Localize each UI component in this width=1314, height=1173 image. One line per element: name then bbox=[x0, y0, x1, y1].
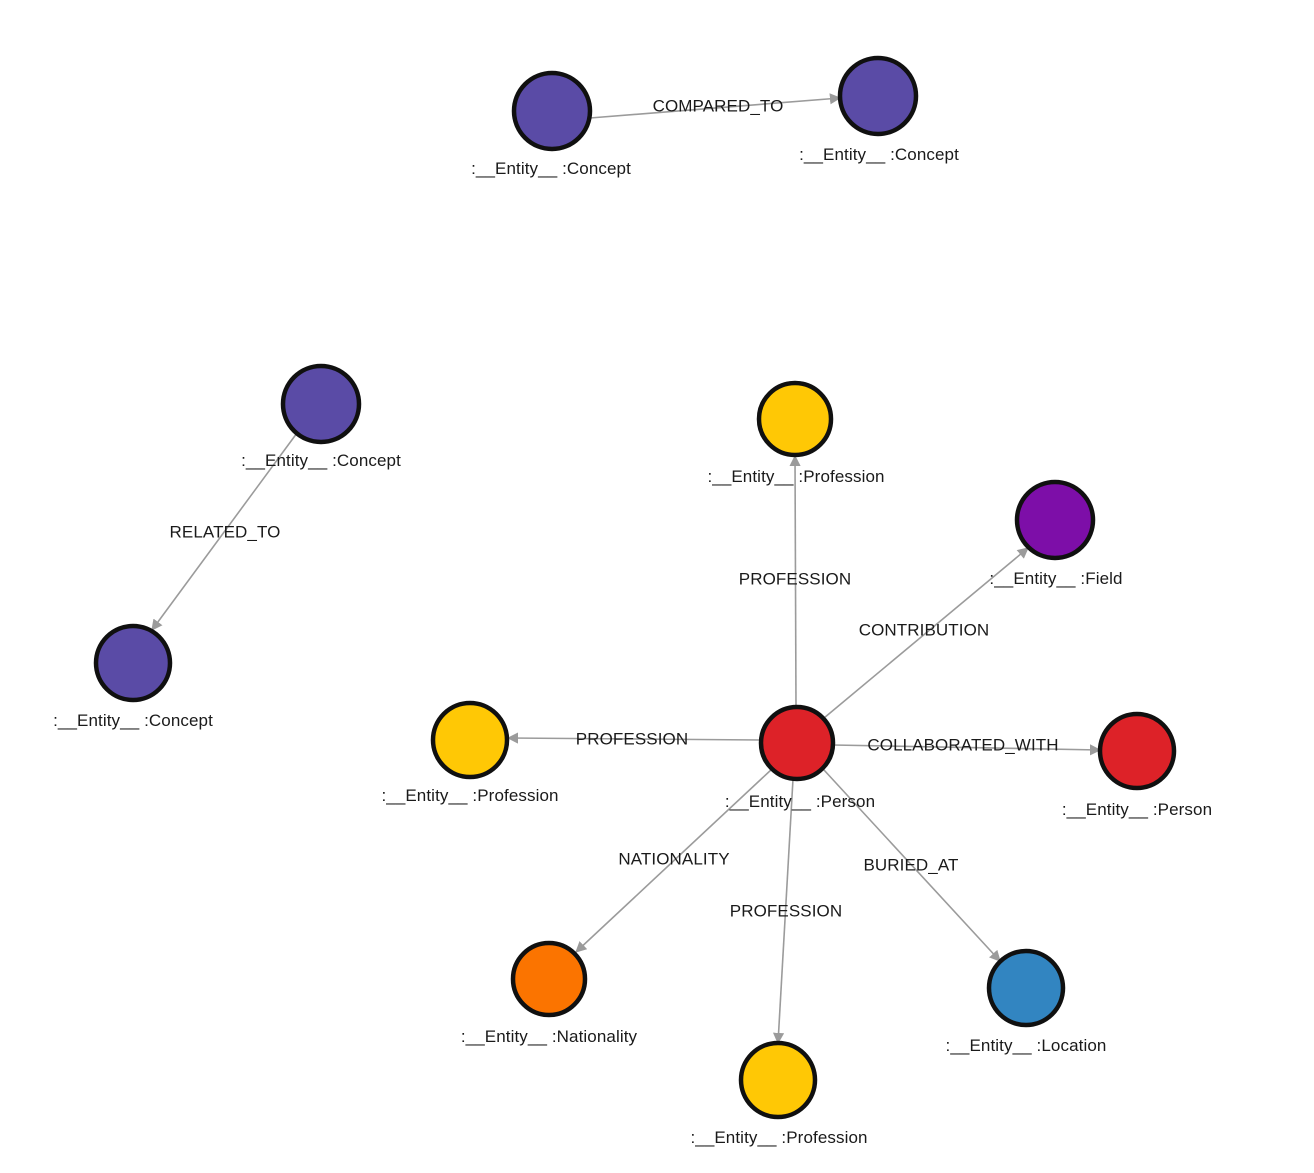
edge-e-collaborated-with[interactable] bbox=[832, 744, 1102, 756]
node-label-field: :__Entity__ :Field bbox=[989, 569, 1123, 588]
edge-e-related-to[interactable] bbox=[151, 432, 298, 631]
node-person-main[interactable] bbox=[758, 704, 836, 782]
node-profession-bot[interactable] bbox=[738, 1040, 818, 1120]
edges-layer bbox=[151, 93, 1102, 1045]
edge-e-buried-at[interactable] bbox=[823, 769, 1001, 962]
node-profession-left[interactable] bbox=[430, 700, 510, 780]
edge-e-profession-left[interactable] bbox=[506, 732, 762, 744]
edge-label-e-related-to: RELATED_TO bbox=[169, 522, 281, 542]
nodes-layer[interactable] bbox=[93, 55, 1177, 1120]
node-concept-b[interactable] bbox=[837, 55, 919, 137]
node-label-nationality: :__Entity__ :Nationality bbox=[460, 1027, 638, 1046]
node-label-profession-top: :__Entity__ :Profession bbox=[707, 467, 885, 486]
node-label-concept-a: :__Entity__ :Concept bbox=[471, 159, 631, 178]
edge-label-e-buried-at: BURIED_AT bbox=[863, 855, 959, 875]
node-profession-top[interactable] bbox=[756, 380, 834, 458]
node-label-person-right: :__Entity__ :Person bbox=[1061, 800, 1213, 819]
node-label-profession-bot: :__Entity__ :Profession bbox=[690, 1128, 868, 1147]
node-label-concept-d: :__Entity__ :Concept bbox=[53, 711, 213, 730]
edge-label-e-profession-top: PROFESSION bbox=[738, 569, 852, 589]
node-field[interactable] bbox=[1014, 479, 1096, 561]
edge-label-e-profession-left: PROFESSION bbox=[575, 729, 689, 749]
node-nationality[interactable] bbox=[510, 940, 588, 1018]
node-label-location: :__Entity__ :Location bbox=[945, 1036, 1107, 1055]
node-person-right[interactable] bbox=[1097, 711, 1177, 791]
node-concept-d[interactable] bbox=[93, 623, 173, 703]
edge-e-compared-to[interactable] bbox=[589, 93, 842, 119]
node-label-person-main: :__Entity__ :Person bbox=[724, 792, 876, 811]
node-label-profession-left: :__Entity__ :Profession bbox=[381, 786, 559, 805]
node-location[interactable] bbox=[986, 948, 1066, 1028]
edge-label-e-collaborated-with: COLLABORATED_WITH bbox=[867, 735, 1059, 755]
edge-e-contribution[interactable] bbox=[823, 547, 1029, 719]
edge-label-e-contribution: CONTRIBUTION bbox=[858, 620, 990, 640]
edge-label-e-profession-bot: PROFESSION bbox=[729, 901, 843, 921]
edge-label-e-nationality: NATIONALITY bbox=[618, 849, 730, 869]
node-concept-a[interactable] bbox=[511, 70, 593, 152]
edge-e-profession-top[interactable] bbox=[789, 454, 801, 708]
edge-label-e-compared-to: COMPARED_TO bbox=[652, 96, 784, 116]
node-label-concept-b: :__Entity__ :Concept bbox=[799, 145, 959, 164]
edge-e-nationality[interactable] bbox=[575, 768, 773, 953]
edge-e-profession-bot[interactable] bbox=[772, 778, 794, 1045]
node-concept-c[interactable] bbox=[280, 363, 362, 445]
node-label-concept-c: :__Entity__ :Concept bbox=[241, 451, 401, 470]
